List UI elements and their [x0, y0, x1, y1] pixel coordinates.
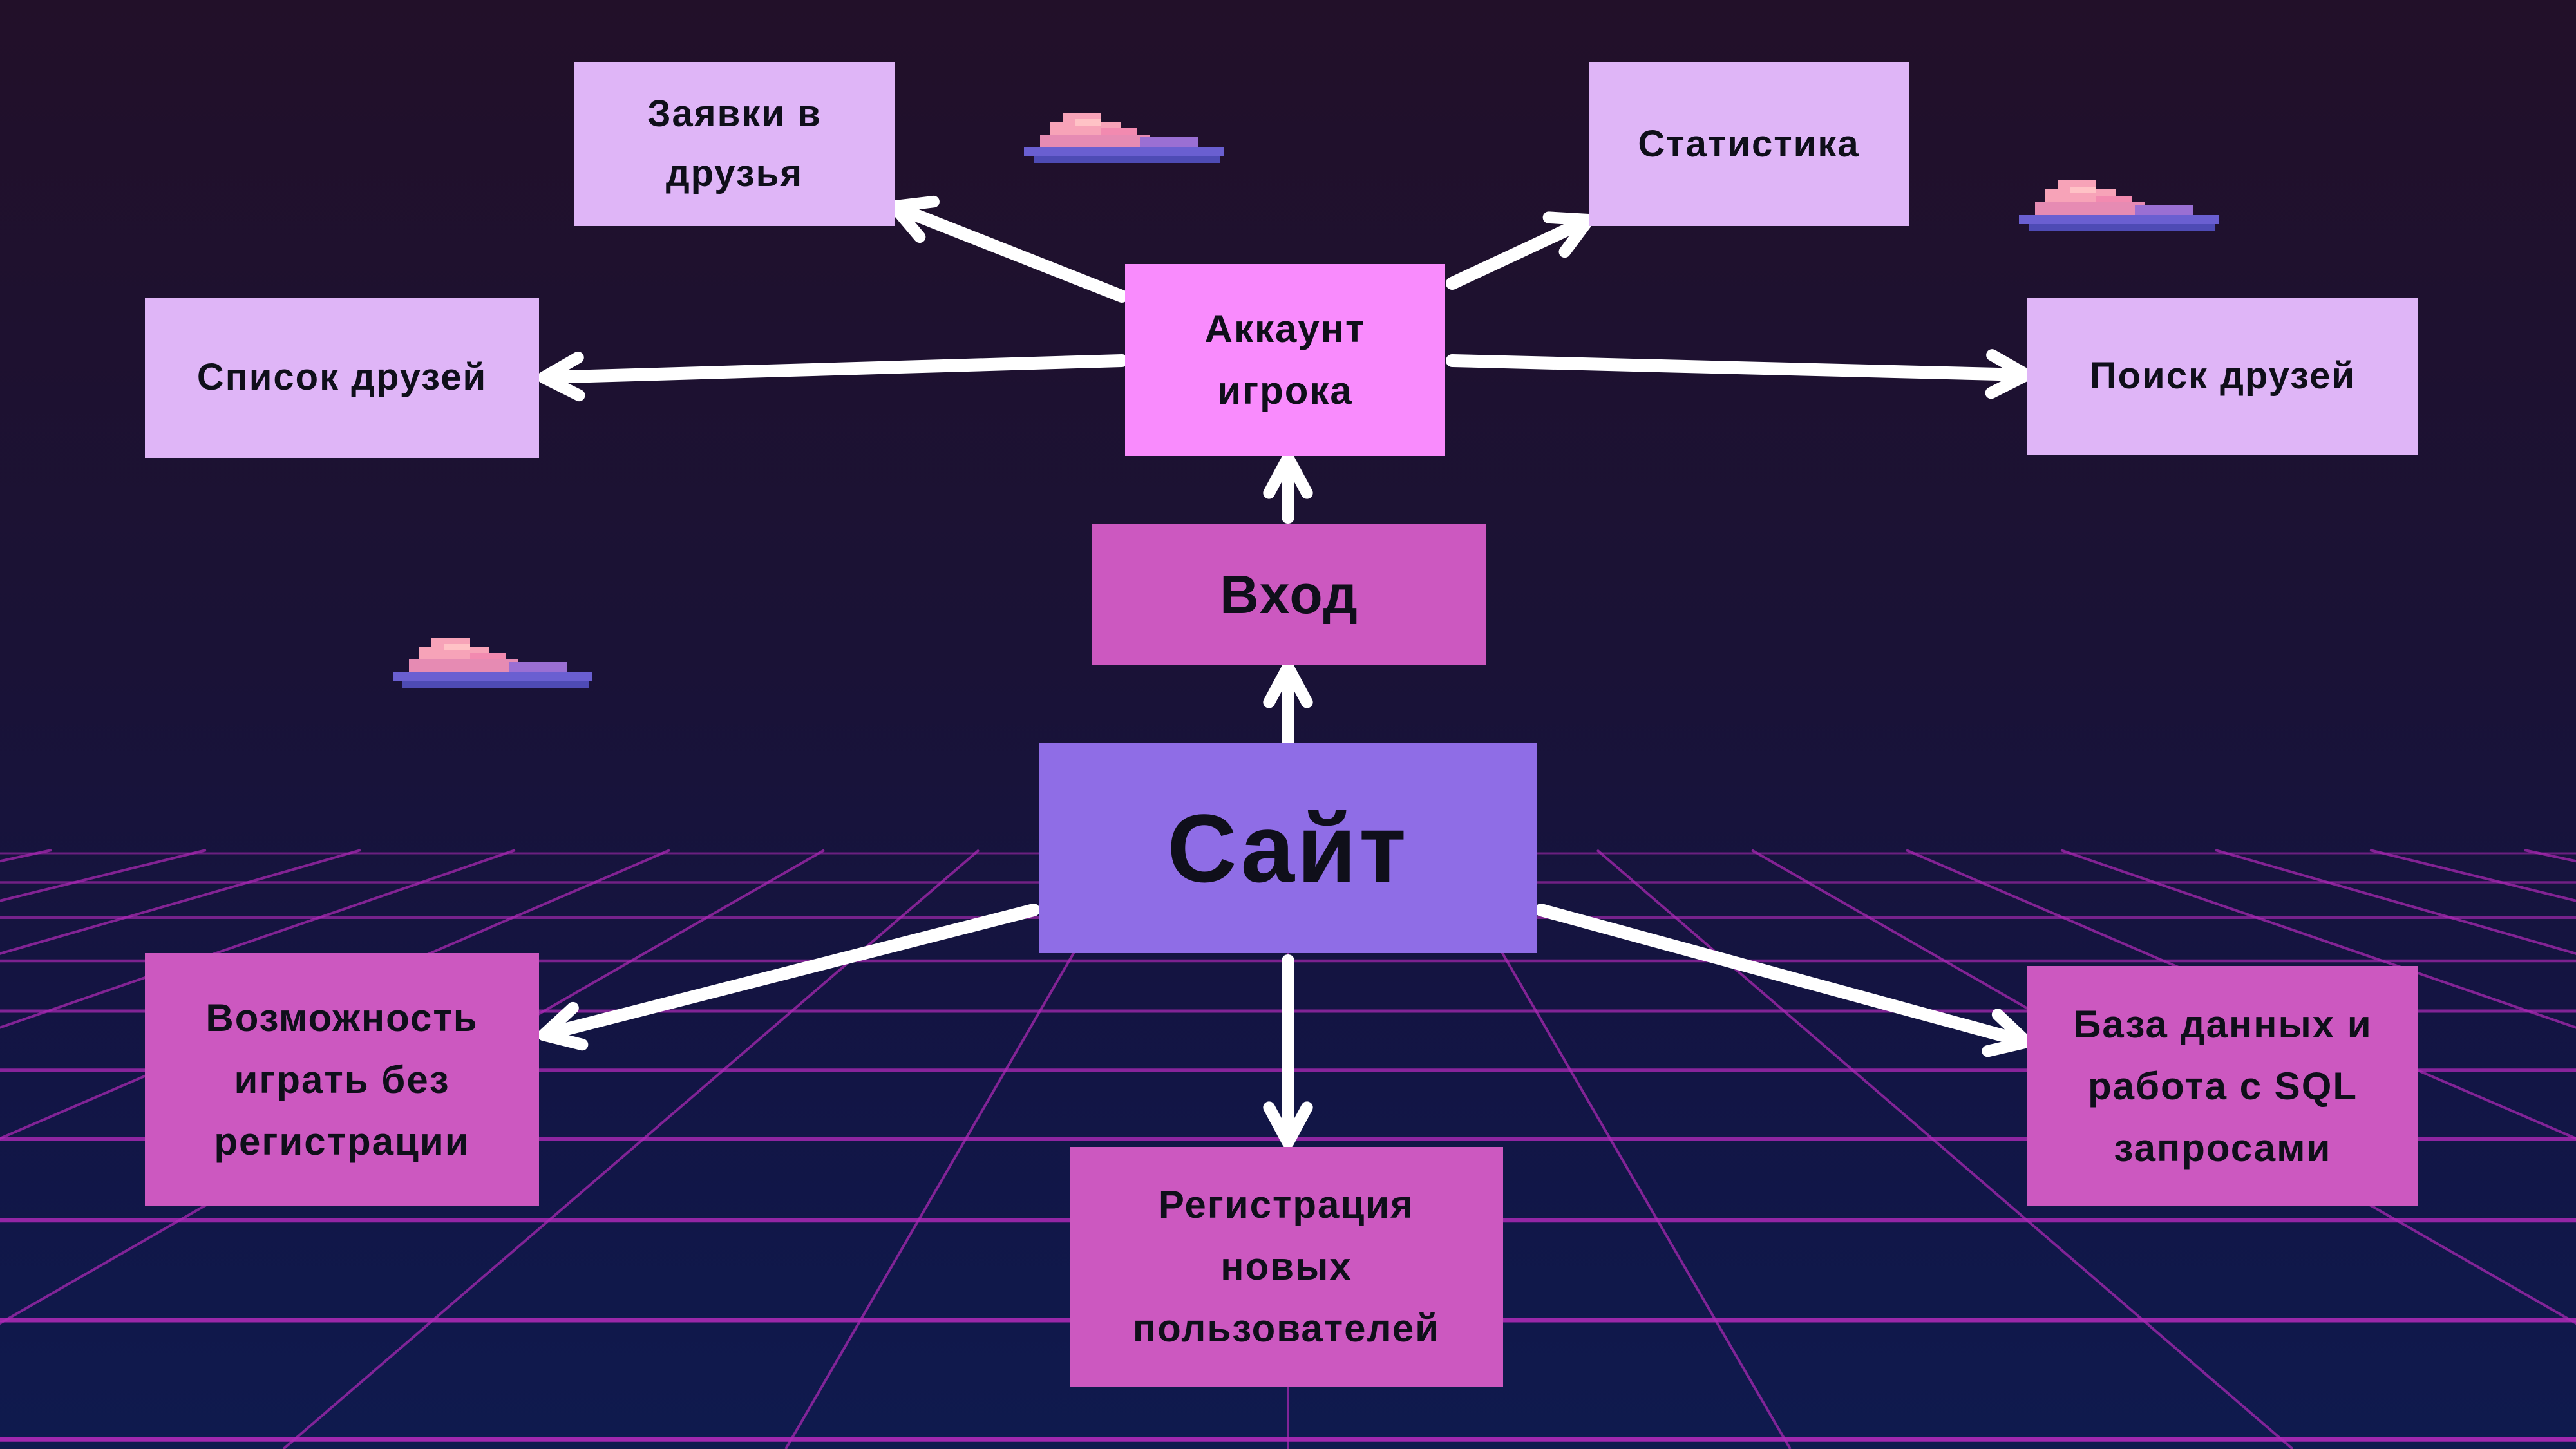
- node-friend-search: Поиск друзей: [2027, 298, 2418, 455]
- grid-line: [2060, 849, 2576, 1029]
- node-guest-play-label: Возможность играть без регистрации: [205, 996, 478, 1163]
- node-database: База данных и работа с SQL запросами: [2027, 966, 2418, 1206]
- node-account: Аккаунт игрока: [1125, 264, 1445, 456]
- edge-account-to-friends-list: [537, 351, 1128, 402]
- grid-line: [0, 849, 670, 1140]
- node-friends-list-label: Список друзей: [196, 356, 488, 399]
- node-registration-label: Регистрация новых пользователей: [1132, 1183, 1441, 1350]
- edge-site-to-guest-play: [537, 904, 1040, 1051]
- node-registration: Регистрация новых пользователей: [1070, 1147, 1503, 1387]
- node-statistics: Статистика: [1589, 62, 1909, 226]
- node-database-label: База данных и работа с SQL запросами: [2073, 1002, 2372, 1170]
- node-login-label: Вход: [1220, 564, 1359, 625]
- node-account-label: Аккаунт игрока: [1204, 307, 1366, 412]
- edge-account-to-friend-search: [1446, 349, 2033, 399]
- grid-line: [0, 849, 516, 1029]
- node-guest-play: Возможность играть без регистрации: [145, 953, 539, 1206]
- grid-line: [1596, 849, 2294, 1449]
- node-friend-requests: Заявки в друзья: [574, 62, 895, 226]
- node-friend-search-label: Поиск друзей: [2089, 355, 2356, 397]
- pixel-cloud-icon: [393, 638, 592, 688]
- edge-site-to-database: [1535, 904, 2033, 1057]
- pixel-cloud-icon: [1024, 113, 1224, 163]
- grid-line: [1906, 849, 2576, 1140]
- edge-account-to-friend-requests: [887, 195, 1128, 303]
- node-friend-requests-label: Заявки в друзья: [647, 93, 822, 194]
- edge-account-to-statistics: [1446, 211, 1595, 290]
- node-login: Вход: [1092, 524, 1486, 665]
- node-friends-list: Список друзей: [145, 298, 539, 458]
- grid-line: [2215, 849, 2576, 955]
- node-statistics-label: Статистика: [1638, 122, 1860, 165]
- node-site: Сайт: [1039, 743, 1537, 953]
- pixel-cloud-icon: [2019, 180, 2219, 231]
- grid-line: [0, 849, 361, 955]
- node-site-label: Сайт: [1167, 793, 1409, 902]
